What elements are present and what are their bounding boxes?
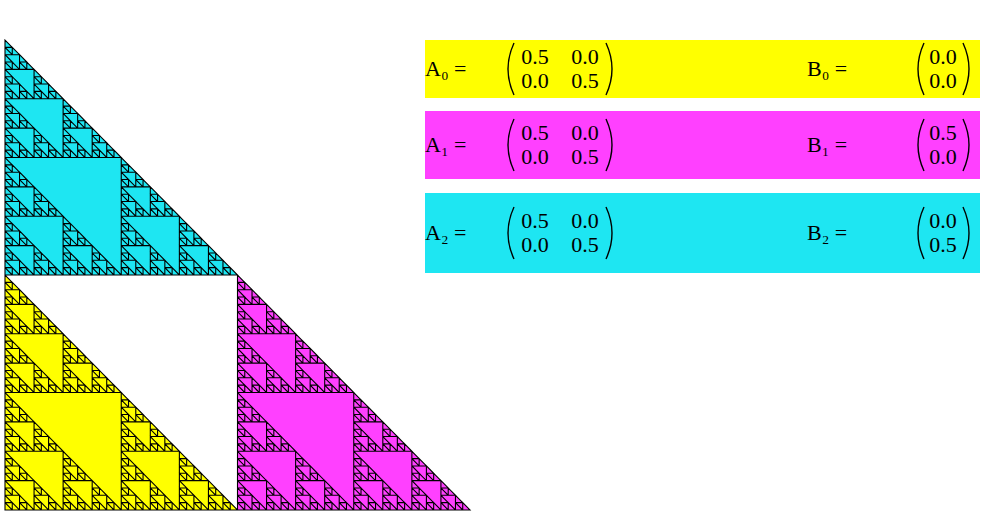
highlight-band: A₂ =0.50.00.00.5B₂ =0.00.5 bbox=[425, 193, 980, 273]
matrix-label: A₂ = bbox=[425, 221, 466, 245]
parenthesis bbox=[963, 119, 969, 171]
matrix-entry: 0.5 bbox=[571, 145, 599, 169]
matrix-entry: 0.0 bbox=[521, 145, 549, 169]
parenthesis bbox=[606, 43, 612, 95]
matrix-parentheses bbox=[425, 111, 980, 179]
vector-entry: 0.0 bbox=[929, 209, 957, 233]
sierpinski-pattern bbox=[5, 40, 470, 510]
vector-label: B₁ = bbox=[807, 133, 847, 157]
matrix-entry: 0.0 bbox=[571, 209, 599, 233]
matrix-entry: 0.5 bbox=[571, 233, 599, 257]
highlight-band: A₀ =0.50.00.00.5B₀ =0.00.0 bbox=[425, 40, 980, 98]
parenthesis bbox=[918, 119, 924, 171]
parenthesis bbox=[963, 207, 969, 259]
vector-entry: 0.5 bbox=[929, 233, 957, 257]
parenthesis bbox=[606, 207, 612, 259]
matrix-entry: 0.5 bbox=[521, 45, 549, 69]
matrix-parentheses bbox=[425, 40, 980, 98]
sierpinski-pattern bbox=[5, 40, 470, 510]
parenthesis bbox=[918, 207, 924, 259]
matrix-entry: 0.0 bbox=[571, 45, 599, 69]
parenthesis bbox=[918, 43, 924, 95]
parenthesis bbox=[508, 119, 514, 171]
parenthesis bbox=[508, 43, 514, 95]
vector-entry: 0.0 bbox=[929, 69, 957, 93]
matrix-entry: 0.0 bbox=[571, 121, 599, 145]
matrix-entry: 0.0 bbox=[521, 233, 549, 257]
matrix-label: A₁ = bbox=[425, 133, 466, 157]
matrix-entry: 0.5 bbox=[521, 121, 549, 145]
matrix-entry: 0.0 bbox=[521, 69, 549, 93]
parenthesis bbox=[606, 119, 612, 171]
matrix-entry: 0.5 bbox=[521, 209, 549, 233]
vector-label: B₀ = bbox=[807, 57, 847, 81]
parenthesis bbox=[508, 207, 514, 259]
vector-entry: 0.0 bbox=[929, 45, 957, 69]
matrix-parentheses bbox=[425, 193, 980, 273]
vector-entry: 0.5 bbox=[929, 121, 957, 145]
highlight-band: A₁ =0.50.00.00.5B₁ =0.50.0 bbox=[425, 111, 980, 179]
matrix-label: A₀ = bbox=[425, 57, 466, 81]
vector-entry: 0.0 bbox=[929, 145, 957, 169]
parenthesis bbox=[963, 43, 969, 95]
vector-label: B₂ = bbox=[807, 221, 847, 245]
matrix-entry: 0.5 bbox=[571, 69, 599, 93]
